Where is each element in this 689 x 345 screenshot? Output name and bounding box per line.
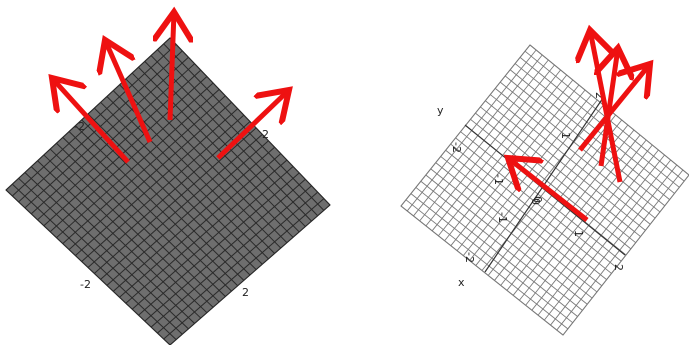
y-axis-label: y bbox=[437, 104, 444, 117]
y-tick-label-1: -2 bbox=[463, 252, 476, 263]
x-tick-label-1: -2 bbox=[450, 142, 463, 153]
y-tick-label-4: 1 bbox=[559, 132, 572, 139]
left-tick-label-4: 2 bbox=[242, 286, 249, 299]
x-tick-label-2: -1 bbox=[492, 174, 505, 185]
y-tick-label-3: 0 bbox=[529, 198, 542, 205]
x-axis-label: x bbox=[458, 276, 465, 289]
x-tick-label-5: 2 bbox=[612, 264, 625, 271]
left-plane-panel: -2 2 -2 2 bbox=[6, 12, 330, 345]
left-tick-label-3: -2 bbox=[80, 278, 91, 291]
y-tick-label-2: -1 bbox=[496, 212, 509, 223]
left-tick-label-2: 2 bbox=[262, 128, 269, 141]
right-plane-panel: x y -2 -1 0 1 2 -2 -1 0 1 2 bbox=[401, 30, 689, 335]
x-tick-label-4: 1 bbox=[572, 230, 585, 237]
left-tick-label-1: -2 bbox=[74, 120, 85, 133]
